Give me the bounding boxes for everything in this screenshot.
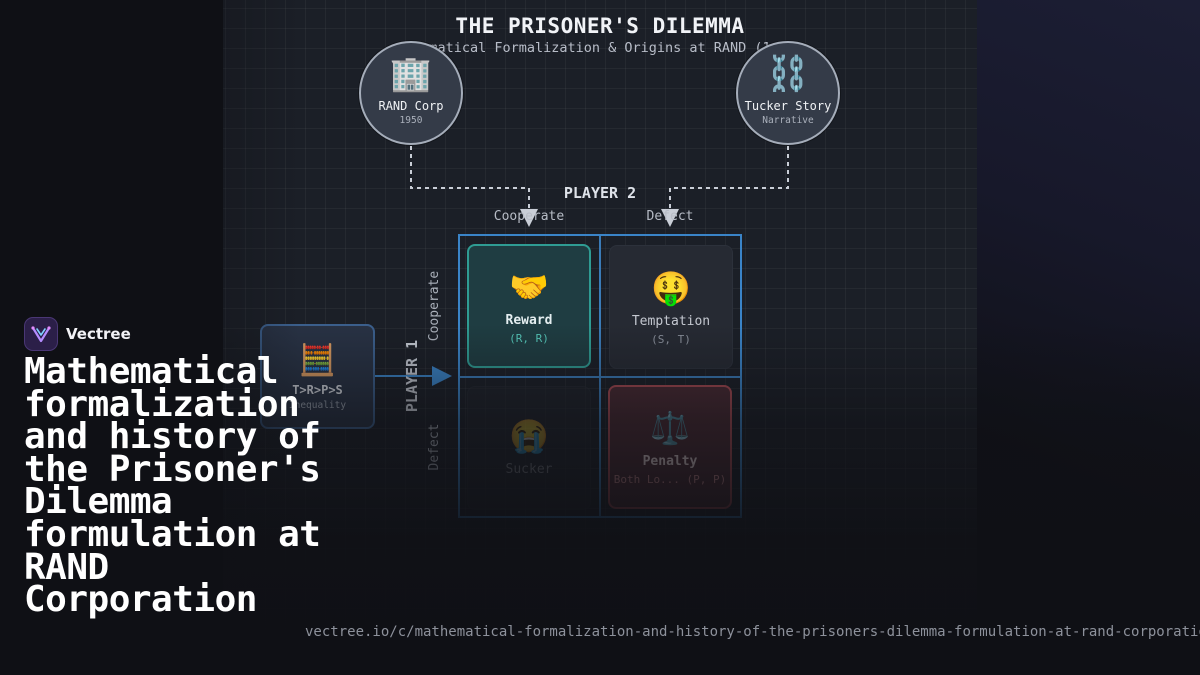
brand-name: Vectree <box>66 325 131 343</box>
building-icon: 🏢 <box>389 53 433 94</box>
handshake-icon: 🤝 <box>509 268 549 306</box>
player2-label: PLAYER 2 <box>563 184 637 202</box>
cell-penalty: ⚖️ Penalty Both Lo... (P, P) <box>608 385 732 509</box>
cell-sucker: 😭 Sucker <box>467 386 591 510</box>
col-label-defect: Defect <box>646 209 694 224</box>
cell-reward-payoff: (R, R) <box>509 332 549 345</box>
node-rand-sub: 1950 <box>399 114 423 126</box>
row-label-defect: Defect <box>427 423 442 471</box>
chains-icon: ⛓️ <box>766 53 810 94</box>
cell-reward: 🤝 Reward (R, R) <box>467 244 591 368</box>
col-label-cooperate: Cooperate <box>493 209 565 224</box>
cell-reward-title: Reward <box>505 313 553 328</box>
money-face-icon: 🤑 <box>651 269 691 307</box>
player1-label: PLAYER 1 <box>403 339 421 413</box>
page-url[interactable]: vectree.io/c/mathematical-formalization-… <box>305 624 1200 640</box>
cell-penalty-title: Penalty <box>642 454 698 469</box>
crying-face-icon: 😭 <box>509 416 549 455</box>
cell-temptation-payoff: (S, T) <box>651 333 691 346</box>
scales-icon: ⚖️ <box>650 409 690 447</box>
arrow-head-matrix <box>432 366 452 386</box>
cell-sucker-title: Sucker <box>505 461 553 477</box>
connector-rand-to-cooperate <box>410 146 530 210</box>
vectree-logo-icon <box>24 317 58 351</box>
diagram-title: THE PRISONER'S DILEMMA <box>455 14 745 38</box>
headline: Mathematical formalization and history o… <box>24 351 321 621</box>
node-rand-label: RAND Corp <box>378 98 444 113</box>
cell-temptation: 🤑 Temptation (S, T) <box>609 245 733 369</box>
node-tucker-label: Tucker Story <box>744 98 832 113</box>
brand[interactable]: Vectree <box>24 317 131 351</box>
cell-penalty-payoff: Both Lo... (P, P) <box>613 473 727 486</box>
node-tucker-sub: Narrative <box>762 114 814 126</box>
cell-temptation-title: Temptation <box>631 314 711 329</box>
node-tucker-story: ⛓️ Tucker Story Narrative <box>736 41 840 145</box>
node-rand-corp: 🏢 RAND Corp 1950 <box>359 41 463 145</box>
matrix-divider-horizontal <box>460 376 740 378</box>
connector-tucker-to-defect <box>669 146 789 210</box>
row-label-cooperate: Cooperate <box>427 270 442 342</box>
